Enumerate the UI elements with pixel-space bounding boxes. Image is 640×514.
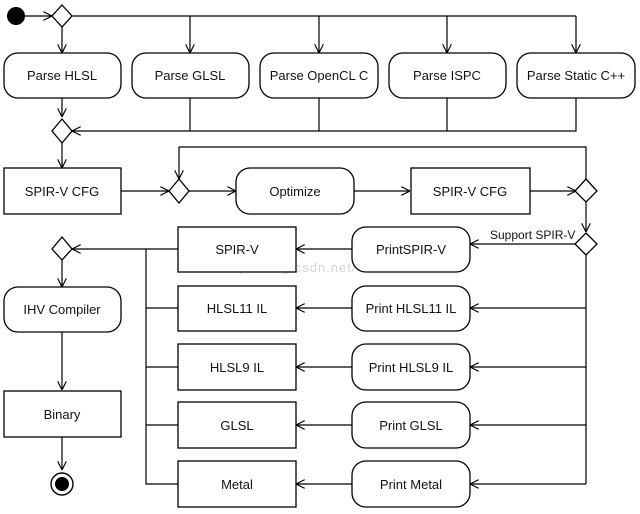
initial-node xyxy=(7,7,25,25)
node-label: HLSL9 IL xyxy=(210,360,264,375)
node-spirv-cfg-1: SPIR-V CFG xyxy=(3,167,122,215)
node-label: Optimize xyxy=(269,184,320,199)
node-label: Print GLSL xyxy=(379,418,443,433)
edge-merge-bus xyxy=(72,98,577,131)
node-print-metal: Print Metal xyxy=(351,460,471,508)
node-parse-static-cpp: Parse Static C++ xyxy=(516,52,636,99)
node-label: Metal xyxy=(221,477,253,492)
node-out-metal: Metal xyxy=(177,460,297,508)
node-label: Parse GLSL xyxy=(155,68,226,83)
node-label: Print Metal xyxy=(380,477,442,492)
node-print-hlsl9: Print HLSL9 IL xyxy=(351,343,471,391)
node-parse-opencl: Parse OpenCL C xyxy=(259,52,379,99)
node-ihv-compiler: IHV Compiler xyxy=(3,286,122,333)
node-out-hlsl9: HLSL9 IL xyxy=(177,343,297,391)
merge-diamond-optimize xyxy=(168,177,190,205)
node-label: SPIR-V CFG xyxy=(25,184,99,199)
node-label: SPIR-V CFG xyxy=(433,184,507,199)
node-label: Binary xyxy=(44,407,81,422)
edges xyxy=(24,16,586,484)
node-optimize: Optimize xyxy=(235,167,355,215)
node-label: PrintSPIR-V xyxy=(376,242,446,257)
node-label: Parse Static C++ xyxy=(527,68,625,83)
node-label: Parse HLSL xyxy=(27,68,97,83)
node-binary: Binary xyxy=(3,390,122,438)
node-label: IHV Compiler xyxy=(23,302,101,317)
node-out-glsl: GLSL xyxy=(177,401,297,449)
node-label: GLSL xyxy=(220,418,253,433)
node-label: Print HLSL9 IL xyxy=(369,360,454,375)
merge-diamond-outputs xyxy=(51,235,73,261)
node-parse-glsl: Parse GLSL xyxy=(131,52,250,99)
node-spirv-cfg-2: SPIR-V CFG xyxy=(410,167,531,215)
node-label: SPIR-V xyxy=(215,242,259,257)
node-label: Parse ISPC xyxy=(413,68,481,83)
node-label: Parse OpenCL C xyxy=(270,68,369,83)
merge-diamond-parse xyxy=(51,117,73,145)
final-node xyxy=(50,472,74,496)
node-out-hlsl11: HLSL11 IL xyxy=(177,285,297,332)
node-parse-hlsl: Parse HLSL xyxy=(3,52,122,99)
node-print-glsl: Print GLSL xyxy=(351,401,471,449)
fork-diamond-print xyxy=(574,232,598,256)
node-print-spirv: PrintSPIR-V xyxy=(351,226,471,273)
node-label: HLSL11 IL xyxy=(207,301,267,316)
fork-diamond-parse xyxy=(51,4,73,28)
edge-label-support-spirv: Support SPIR-V xyxy=(490,228,575,242)
node-parse-ispc: Parse ISPC xyxy=(388,52,507,99)
node-out-spirv: SPIR-V xyxy=(177,226,297,273)
node-label: Print HLSL11 IL xyxy=(366,301,457,316)
decision-diamond-optimize xyxy=(574,178,598,203)
edge-outputs-bus xyxy=(145,249,178,485)
edge-loop-back xyxy=(179,146,587,179)
node-print-hlsl11: Print HLSL11 IL xyxy=(351,285,471,332)
